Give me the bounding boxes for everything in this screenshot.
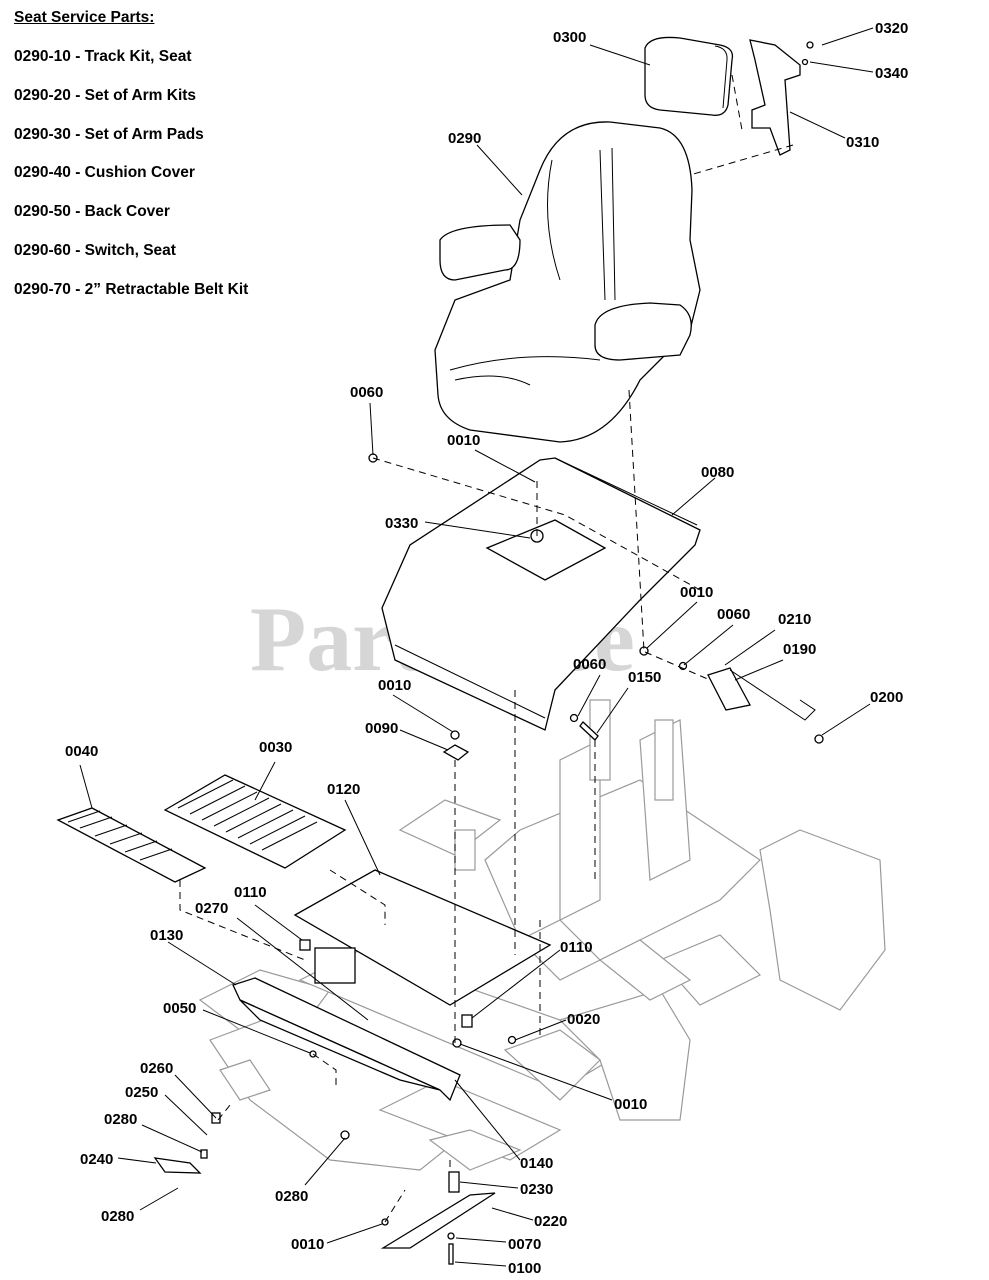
headrest (644, 36, 734, 116)
seat-assembly (434, 121, 701, 443)
seat-pan (381, 457, 701, 731)
callout-0100: 0100 (508, 1260, 541, 1277)
callout-0120: 0120 (327, 781, 360, 798)
callout-0280: 0280 (275, 1188, 308, 1205)
seat-pad (163, 774, 347, 869)
callout-0330: 0330 (385, 515, 418, 532)
callout-0190: 0190 (783, 641, 816, 658)
callout-0240: 0240 (80, 1151, 113, 1168)
floor-plate (293, 869, 552, 1006)
callout-0210: 0210 (778, 611, 811, 628)
callout-0140: 0140 (520, 1155, 553, 1172)
callout-labels: 0300 0320 0340 0310 0290 0060 0010 0080 … (65, 20, 908, 1277)
legend-title: Seat Service Parts: (14, 9, 155, 26)
callout-0060: 0060 (717, 606, 750, 623)
callout-0060: 0060 (350, 384, 383, 401)
callout-0340: 0340 (875, 65, 908, 82)
callout-0300: 0300 (553, 29, 586, 46)
legend-item: 0290-10 - Track Kit, Seat (14, 48, 192, 65)
legend-item: 0290-30 - Set of Arm Pads (14, 125, 204, 143)
floor-pad (56, 807, 207, 883)
legend-item: 0290-20 - Set of Arm Kits (14, 86, 197, 104)
front-rail (380, 1192, 496, 1249)
front-panel (232, 977, 461, 1102)
callout-0260: 0260 (140, 1060, 173, 1077)
callout-0070: 0070 (508, 1236, 541, 1253)
callout-0150: 0150 (628, 669, 661, 686)
callout-0010: 0010 (291, 1236, 324, 1253)
mower-frame (198, 699, 886, 1171)
callout-0010: 0010 (447, 432, 480, 449)
callout-0110: 0110 (560, 939, 593, 956)
callout-0040: 0040 (65, 743, 98, 760)
legend-item: 0290-40 - Cushion Cover (14, 164, 195, 182)
callout-0020: 0020 (567, 1011, 600, 1028)
seat-service-parts-legend: Seat Service Parts: 0290-10 - Track Kit,… (14, 8, 248, 319)
callout-0010: 0010 (378, 677, 411, 694)
headrest-bracket (749, 39, 801, 156)
callout-0010: 0010 (614, 1096, 647, 1113)
assembly-lines (179, 74, 794, 1223)
callout-0280: 0280 (104, 1111, 137, 1128)
callout-0110: 0110 (234, 884, 267, 901)
callout-0090: 0090 (365, 720, 398, 737)
legend-item: 0290-60 - Switch, Seat (14, 241, 176, 259)
callout-0030: 0030 (259, 739, 292, 756)
callout-0290: 0290 (448, 130, 481, 147)
legend-item: 0290-70 - 2” Retractable Belt Kit (14, 280, 249, 298)
callout-0010: 0010 (680, 584, 713, 601)
callout-0220: 0220 (534, 1213, 567, 1230)
callout-0310: 0310 (846, 134, 879, 151)
callout-0270: 0270 (195, 900, 228, 917)
callout-0050: 0050 (163, 1000, 196, 1017)
small-hardware (153, 41, 824, 1265)
callout-0060: 0060 (573, 656, 606, 673)
callout-0250: 0250 (125, 1084, 158, 1101)
callout-0280: 0280 (101, 1208, 134, 1225)
legend-item: 0290-50 - Back Cover (14, 203, 170, 221)
callout-0230: 0230 (520, 1181, 553, 1198)
callout-0080: 0080 (701, 464, 734, 481)
leader-lines (79, 27, 874, 1267)
callout-0130: 0130 (150, 927, 183, 944)
callout-0200: 0200 (870, 689, 903, 706)
callout-0320: 0320 (875, 20, 908, 37)
